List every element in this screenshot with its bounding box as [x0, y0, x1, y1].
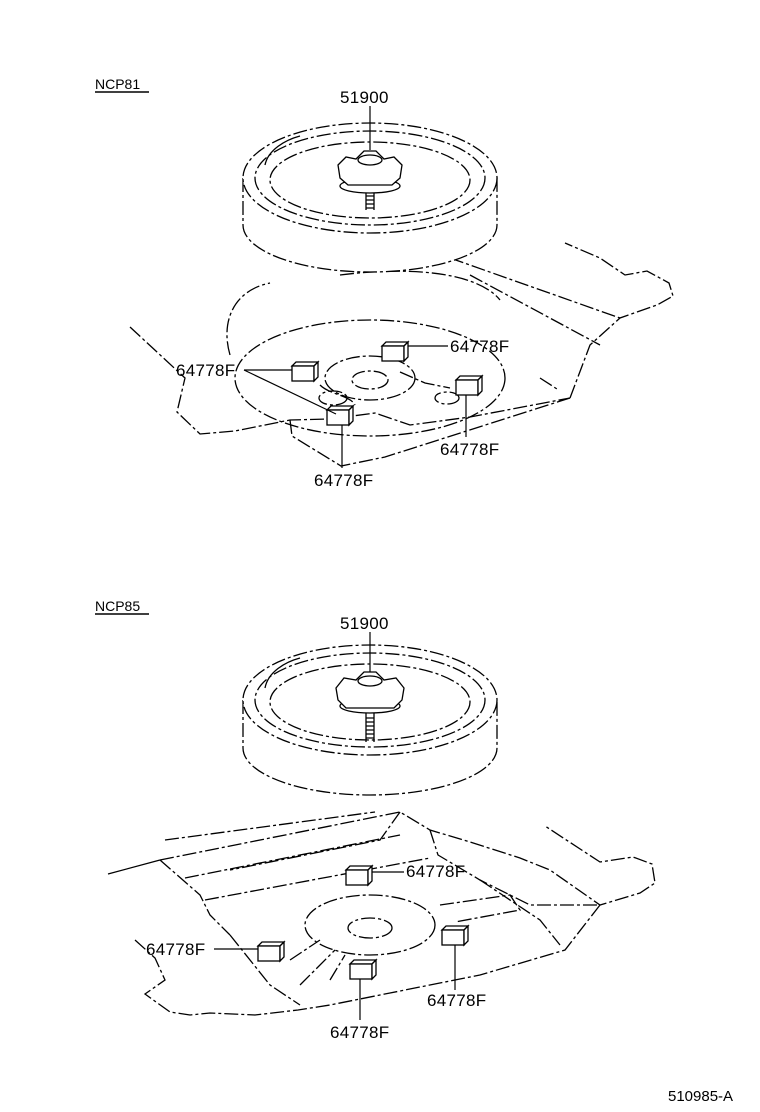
pad-part-number-ncp85-right: 64778F — [427, 991, 486, 1010]
floor-pan-ncp81 — [129, 242, 674, 467]
pad-ncp85-3 — [440, 924, 470, 947]
section-ncp85: NCP85 — [95, 598, 656, 1042]
pad-part-number-ncp81-right: 64778F — [440, 440, 499, 459]
pad-ncp85-2 — [256, 940, 286, 963]
pad-part-number-ncp81-bottom: 64778F — [314, 471, 373, 490]
pad-ncp81-4 — [325, 404, 355, 427]
tire-part-number-ncp81: 51900 — [340, 88, 389, 107]
floor-pan-ncp85 — [107, 811, 656, 1016]
pad-ncp81-1 — [290, 360, 320, 383]
pad-ncp85-1 — [344, 864, 374, 887]
model-label-ncp85: NCP85 — [95, 598, 140, 614]
tire-part-number-ncp85: 51900 — [340, 614, 389, 633]
pad-part-number-ncp85-top: 64778F — [406, 862, 465, 881]
hold-down-nut-ncp85 — [335, 671, 405, 742]
spare-tire-ncp85 — [242, 644, 498, 796]
pad-part-number-ncp81-top: 64778F — [450, 337, 509, 356]
pad-ncp81-3 — [454, 374, 484, 397]
model-label-ncp81: NCP81 — [95, 76, 140, 92]
figure-code: 510985-A — [668, 1088, 733, 1105]
hold-down-nut-ncp81 — [337, 150, 403, 210]
pad-part-number-ncp85-bottom: 64778F — [330, 1023, 389, 1042]
pad-ncp81-2 — [380, 340, 410, 363]
section-ncp81: NCP81 — [95, 76, 674, 490]
spare-tire-ncp81 — [242, 122, 498, 273]
pad-ncp85-4 — [348, 958, 378, 981]
pad-part-number-ncp85-left: 64778F — [146, 940, 205, 959]
pad-part-number-ncp81-left: 64778F — [176, 361, 235, 380]
